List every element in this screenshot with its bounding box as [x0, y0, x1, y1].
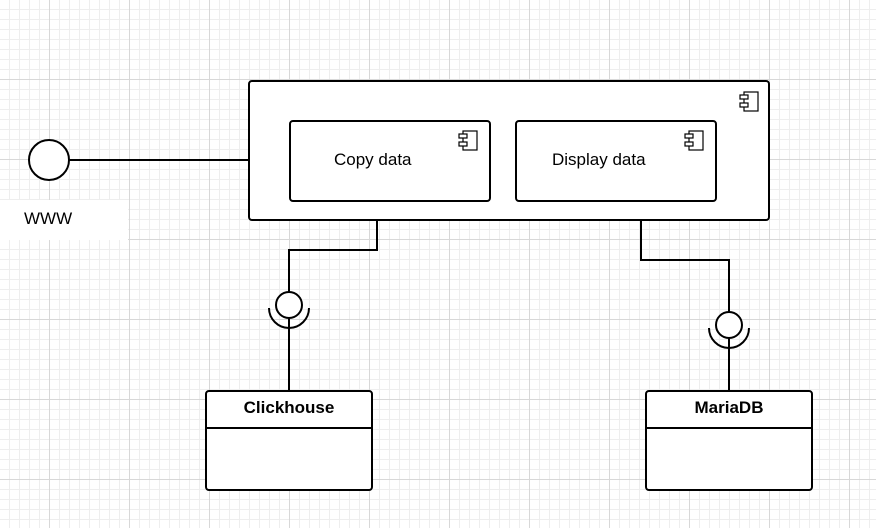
copy-to-clickhouse-connector[interactable]	[288, 220, 378, 292]
copy-data-label: Copy data	[334, 150, 412, 169]
www-label: WWW	[24, 209, 73, 228]
www-interface-circle[interactable]	[28, 139, 70, 181]
clickhouse-divider	[207, 427, 371, 429]
display-data-component[interactable]: Display data	[515, 120, 717, 202]
component-icon	[458, 130, 478, 151]
container-component[interactable]: Copy data Display data	[248, 80, 770, 221]
display-to-mariadb-connector[interactable]	[640, 220, 730, 312]
clickhouse-required-interface-ball[interactable]	[275, 291, 303, 319]
copy-data-component[interactable]: Copy data	[289, 120, 491, 202]
mariadb-title: MariaDB	[694, 398, 764, 417]
clickhouse-database[interactable]: Clickhouse	[205, 390, 373, 491]
mariadb-database[interactable]: MariaDB	[645, 390, 813, 491]
www-label-background	[0, 200, 128, 240]
component-icon	[684, 130, 704, 151]
clickhouse-title: Clickhouse	[243, 398, 335, 417]
display-data-label: Display data	[552, 150, 646, 169]
mariadb-required-interface-ball[interactable]	[715, 311, 743, 339]
mariadb-divider	[647, 427, 811, 429]
component-icon	[739, 91, 759, 112]
